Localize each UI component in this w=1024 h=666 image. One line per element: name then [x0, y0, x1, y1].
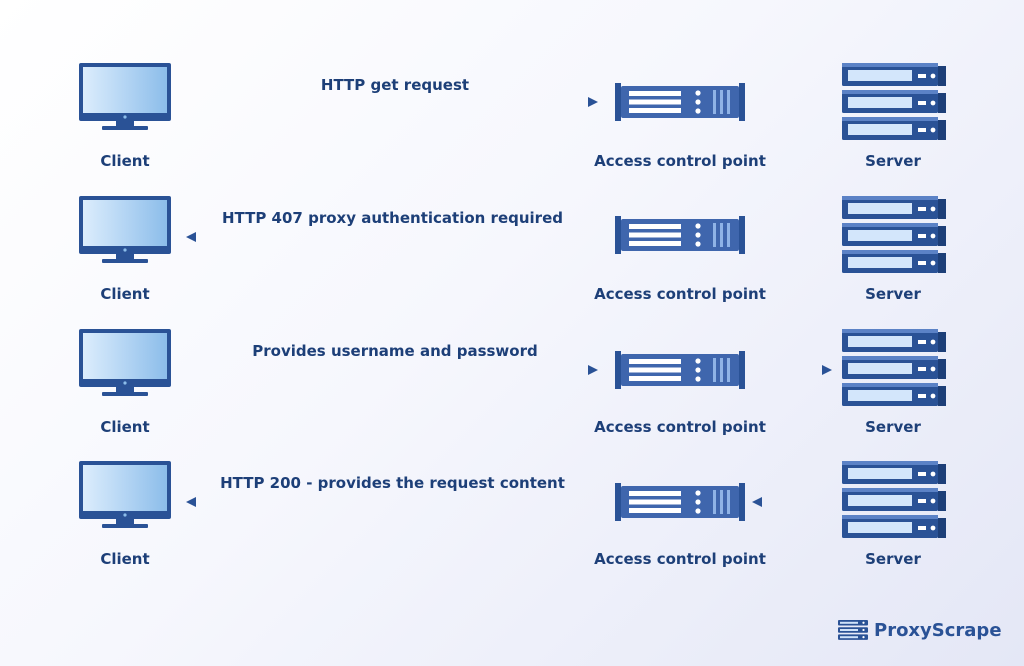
arrow-left-icon	[186, 232, 596, 242]
client-monitor-icon	[78, 328, 172, 396]
client-monitor-icon	[78, 195, 172, 263]
arrow-left-icon	[186, 497, 596, 507]
client-label: Client	[100, 152, 150, 170]
access-control-point-label: Access control point	[594, 550, 766, 568]
access-control-point-icon	[615, 83, 745, 121]
server-label: Server	[865, 285, 921, 303]
server-icon	[842, 461, 946, 539]
client-label: Client	[100, 285, 150, 303]
diagram-row-3: Client Provides username and password Ac…	[0, 334, 1024, 454]
proxyscrape-logo-icon	[838, 620, 868, 640]
access-control-point-icon	[615, 216, 745, 254]
server-icon	[842, 329, 946, 407]
message-label: HTTP 407 proxy authentication required	[221, 209, 563, 227]
client-label: Client	[100, 418, 150, 436]
server-icon	[842, 196, 946, 274]
client-label: Client	[100, 550, 150, 568]
message-label: Provides username and password	[252, 342, 538, 360]
diagram-row-2: Client HTTP 407 proxy authentication req…	[0, 201, 1024, 321]
arrow-right-icon	[190, 97, 598, 107]
client-monitor-icon	[78, 62, 172, 130]
access-control-point-label: Access control point	[594, 152, 766, 170]
diagram-row-1: Client HTTP get request Access control p…	[0, 68, 1024, 188]
server-label: Server	[865, 152, 921, 170]
brand-name: ProxyScrape	[874, 619, 1002, 641]
server-label: Server	[865, 418, 921, 436]
access-control-point-icon	[615, 483, 745, 521]
server-icon	[842, 63, 946, 141]
message-label: HTTP get request	[320, 76, 470, 94]
access-control-point-label: Access control point	[594, 285, 766, 303]
server-label: Server	[865, 550, 921, 568]
diagram-row-4: Client HTTP 200 - provides the request c…	[0, 466, 1024, 586]
client-monitor-icon	[78, 460, 172, 528]
arrow-left-icon	[752, 497, 832, 507]
arrow-right-icon	[755, 365, 832, 375]
message-label: HTTP 200 - provides the request content	[220, 474, 565, 492]
access-control-point-label: Access control point	[594, 418, 766, 436]
arrow-right-icon	[190, 365, 598, 375]
brand-logo: ProxyScrape	[838, 618, 1002, 642]
access-control-point-icon	[615, 351, 745, 389]
